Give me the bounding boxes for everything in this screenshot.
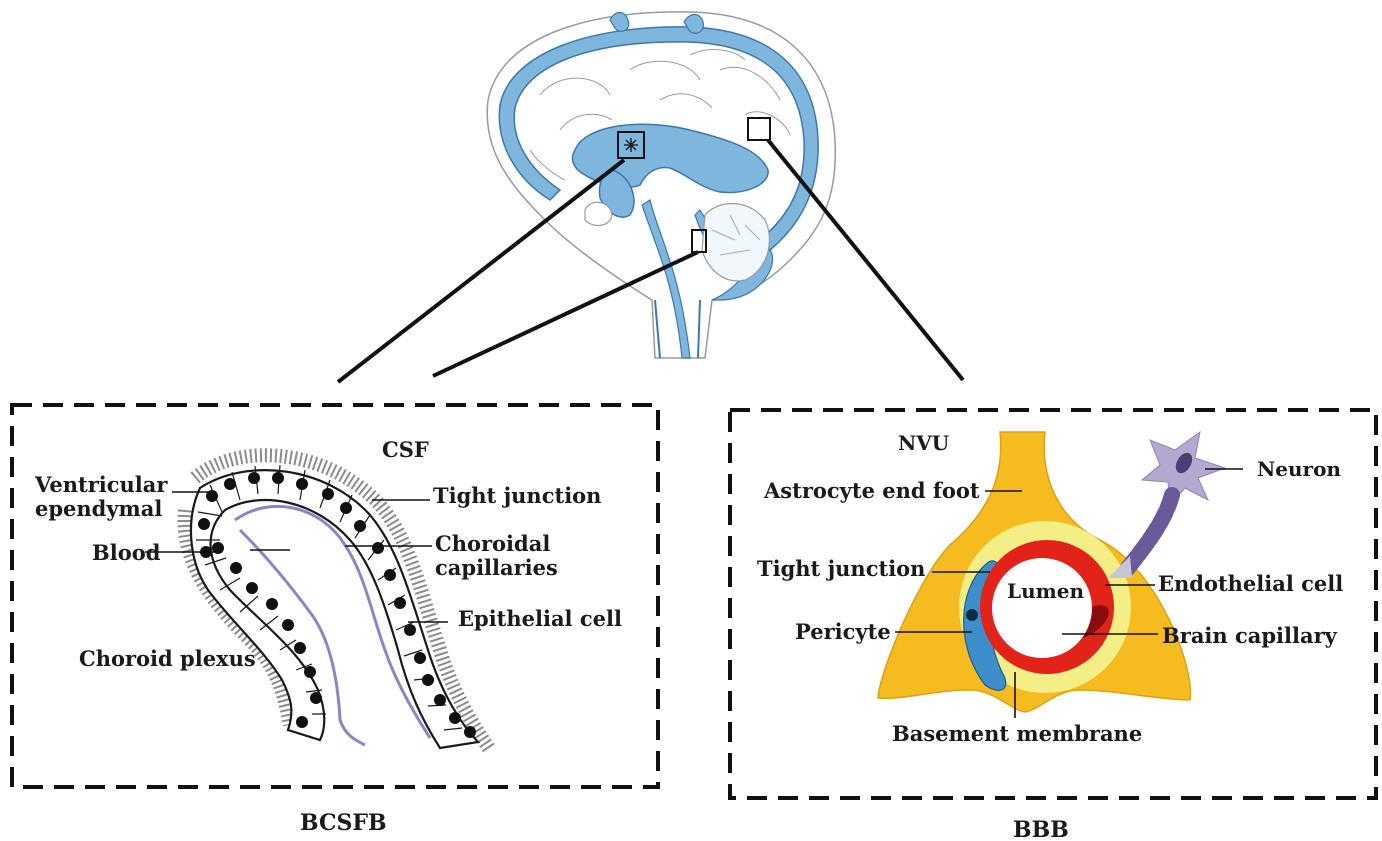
- connector-cortex-to-bbb: [766, 138, 965, 382]
- choroid-plexus-star: [624, 138, 638, 152]
- choroid-plexus-region-box: [617, 131, 645, 159]
- neurovascular-unit-illustration: [877, 430, 1243, 718]
- choroid-plexus-illustration: [145, 448, 496, 754]
- label-blood: Blood: [92, 540, 161, 565]
- axon-terminal: [1108, 556, 1132, 578]
- bcsfb-panel-border: [10, 403, 660, 789]
- label-neuron: Neuron: [1257, 457, 1341, 481]
- label-ventricular-ependymal: Ventricular ependymal: [35, 472, 168, 522]
- bbb-panel-border: [728, 408, 1378, 800]
- zoom-connectors: [336, 138, 965, 384]
- epithelial-nuclei: [198, 472, 476, 738]
- label-lumen: Lumen: [1007, 579, 1085, 603]
- brainstem-csf-channel: [641, 199, 691, 359]
- label-brain-capillary: Brain capillary: [1162, 623, 1337, 648]
- brain-sagittal-section: [486, 11, 837, 359]
- connector-fourth-to-bcsfb: [432, 250, 699, 378]
- label-csf: CSF: [382, 437, 429, 462]
- bbb-leader-lines: [895, 468, 1243, 718]
- capillary-lumen: [992, 558, 1092, 658]
- arachnoid-granulation-left: [609, 11, 630, 32]
- label-choroid-plexus: Choroid plexus: [79, 646, 256, 671]
- label-nvu: NVU: [898, 431, 950, 455]
- label-basement-membrane: Basement membrane: [892, 721, 1143, 746]
- label-epithelial-cell: Epithelial cell: [458, 606, 622, 631]
- label-choroidal-capillaries: Choroidal capillaries: [435, 531, 558, 581]
- pons: [584, 201, 613, 226]
- label-tight-junction-bbb: Tight junction: [757, 556, 926, 581]
- cortical-gyri: [529, 49, 791, 181]
- caption-bcsfb: BCSFB: [300, 810, 387, 836]
- spinal-cord: [654, 299, 701, 359]
- choroidal-capillary-membrane: [234, 504, 432, 739]
- arachnoid-granulation-right: [683, 13, 705, 34]
- neuron-axon: [1120, 487, 1180, 576]
- subarachnoid-csf: [498, 26, 819, 252]
- choroidal-capillary-membrane-inner: [238, 528, 366, 747]
- epithelial-layer: [189, 469, 481, 750]
- connector-plexus-to-bcsfb: [336, 158, 626, 384]
- label-endothelial-cell: Endothelial cell: [1158, 571, 1344, 596]
- bcsfb-leader-lines: [145, 491, 448, 623]
- label-pericyte: Pericyte: [795, 619, 891, 644]
- caption-bbb: BBB: [1013, 817, 1069, 841]
- pericyte-nucleus: [966, 609, 978, 621]
- neuron: [1108, 430, 1227, 578]
- cerebellum: [701, 202, 770, 282]
- fourth-ventricle-region-box: [691, 229, 707, 253]
- label-astrocyte-end-foot: Astrocyte end foot: [764, 478, 980, 503]
- cortex-capillary-region-box: [747, 117, 771, 141]
- label-tight-junction-bcsfb: Tight junction: [433, 483, 602, 508]
